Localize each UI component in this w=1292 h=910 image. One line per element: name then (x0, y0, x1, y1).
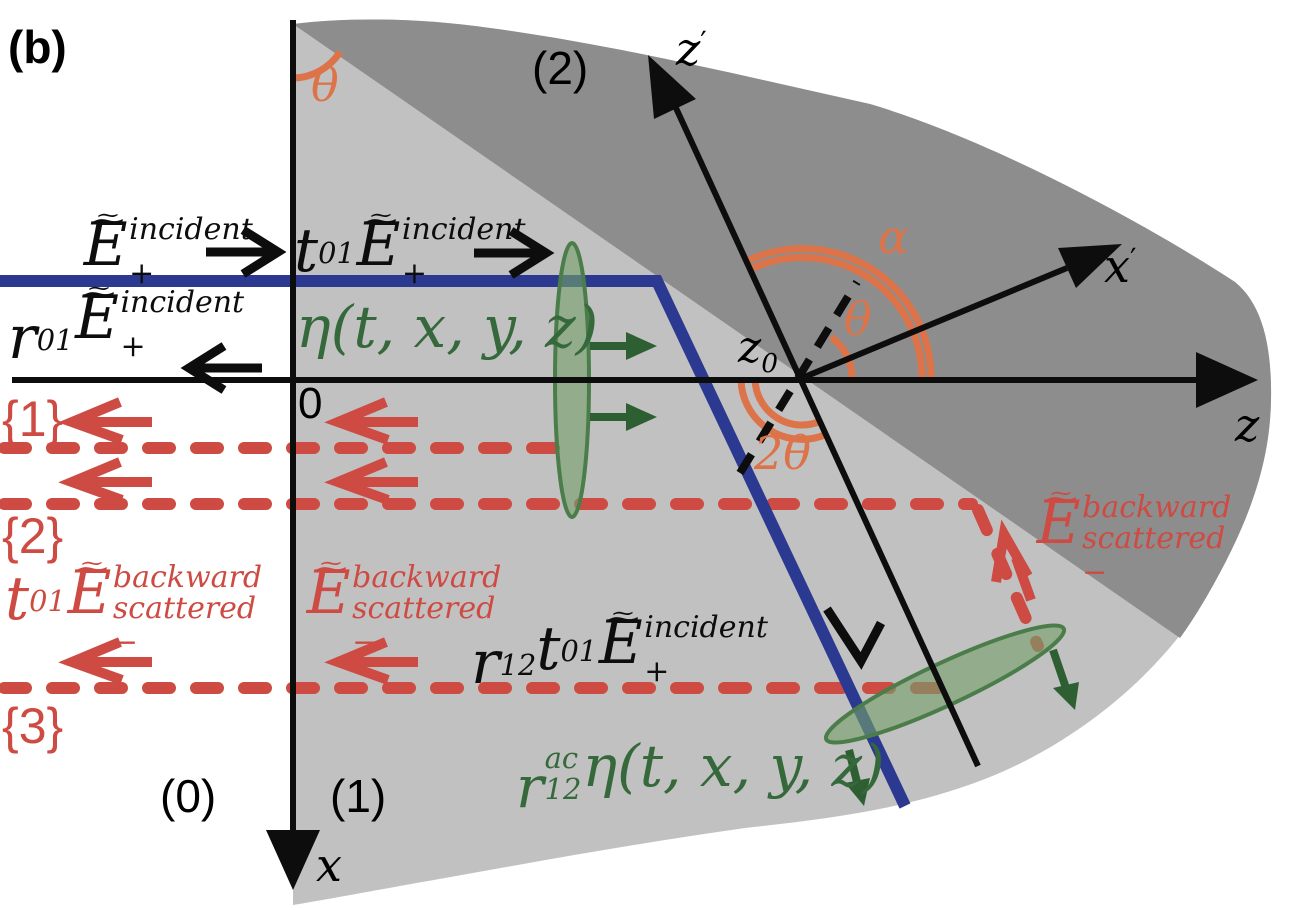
order2-tag: {2} (2, 508, 64, 564)
r12ac-coefficient: r (516, 752, 544, 821)
eta-symbol: η (296, 293, 331, 361)
scattered-arrow-up-diagonal (991, 519, 1036, 602)
scattered-arrow-left-2b (324, 457, 418, 505)
theta-top-label: θ (311, 58, 339, 112)
grating1-arrow-lower (590, 403, 657, 431)
E-symbol: ~~E (1036, 480, 1081, 558)
two-theta-label: 2θ (754, 426, 811, 480)
alpha-label: α (878, 210, 910, 264)
alpha-arc-outer (747, 245, 935, 379)
z-prime-axis-label: z′ (676, 22, 707, 76)
origin-zero-label: 0 (298, 379, 323, 428)
theta-top-arc (292, 49, 343, 82)
grating-function-label: η(t, x, y, z) (296, 293, 599, 361)
region2-medium-wedge (293, 19, 1272, 638)
x-prime-axis (800, 244, 1122, 381)
z-prime-axis (648, 55, 981, 768)
region0-label: (0) (160, 770, 217, 822)
scattered-wave-lines (0, 442, 1044, 694)
alpha-arc-inner (751, 254, 926, 379)
two-theta-arc-inner (751, 377, 823, 429)
region1-label: (1) (330, 770, 387, 822)
scattered-arrow-left-2a (58, 457, 152, 505)
order1-tag: {1} (2, 391, 64, 447)
E-symbol: ~~E (306, 550, 351, 628)
scattered-line-order2-diagonal (972, 504, 1044, 652)
grating-region-2 (823, 623, 1067, 745)
z-axis-label: z (1235, 398, 1260, 452)
z0-interface-label: z0 (738, 322, 778, 379)
scattered-arrow-left-3a (58, 637, 152, 685)
scattered-arrow-left-1a (58, 397, 152, 445)
beam-arrows (180, 226, 885, 670)
scattered-arrow-left-3b (324, 637, 418, 685)
incident-field-label: ~~E incident+ (83, 202, 253, 292)
order3-tag: {3} (2, 698, 64, 754)
theta-origin-label: θ (844, 292, 872, 346)
E-symbol: ~~E (83, 202, 128, 280)
scattered-arrows (58, 397, 1036, 685)
reflected-arrow-region0 (180, 342, 262, 394)
E-symbol: ~~E (598, 600, 643, 678)
incident-arrow-region0 (206, 226, 287, 278)
grating2-arrow-right (1049, 648, 1079, 710)
grating-motion-arrows (590, 332, 1079, 806)
panel-tag: (b) (8, 21, 67, 73)
grating1-arrow-upper (590, 332, 657, 360)
scatter-direction-dashed-line (736, 279, 861, 476)
incident-arrow-region1 (474, 227, 555, 279)
E-symbol: ~~E (67, 550, 112, 628)
E-symbol: ~~E (75, 275, 119, 353)
refracted-beam-arrow (823, 606, 885, 670)
x-axis-label: x (316, 838, 342, 892)
E-symbol: ~~E (356, 202, 401, 280)
region2-label: (2) (532, 42, 589, 94)
grating2-arrow-left (845, 749, 870, 806)
x-axis (266, 20, 320, 890)
eta-symbol: η (582, 732, 618, 800)
x-prime-axis-label: x′ (1104, 239, 1137, 293)
scattered-arrow-left-1b (324, 397, 418, 445)
incident-beam (0, 275, 911, 809)
theta-origin-arc (828, 334, 856, 379)
